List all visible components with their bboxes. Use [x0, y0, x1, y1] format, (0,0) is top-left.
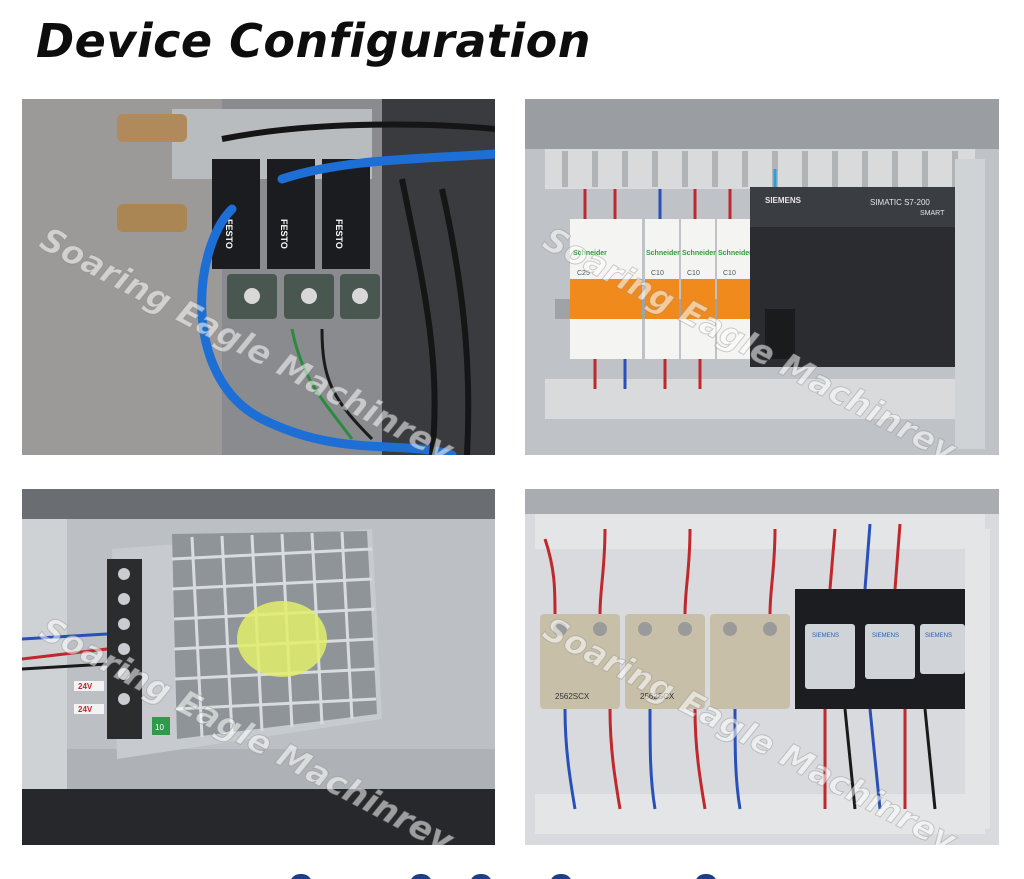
carousel-dot: [550, 874, 572, 879]
pneumatic-valves-illustration: FESTO FESTO FESTO: [22, 99, 495, 455]
plc-model-sub: SMART: [920, 210, 945, 217]
plc-model: SIMATIC S7-200: [870, 198, 930, 207]
festo-label-2: FESTO: [279, 219, 289, 249]
breaker-rating-1: C25: [577, 270, 590, 277]
carousel-dot: [290, 874, 312, 879]
carousel-indicator: [0, 868, 1024, 879]
plc-brand: SIEMENS: [765, 196, 802, 205]
breaker-brand-3: Schneider: [682, 250, 716, 257]
terminal-label-24v-1: 24V: [78, 682, 93, 691]
ssr-label-2: 2562SCX: [640, 692, 675, 701]
festo-label-3: FESTO: [334, 219, 344, 249]
photo-pneumatic-valves: FESTO FESTO FESTO Soaring E: [22, 99, 495, 455]
power-supply-illustration: 24V 24V 10: [22, 489, 495, 845]
photo-breakers-plc: Schneider Schneider Schneider Schneider …: [525, 99, 999, 455]
breakers-plc-illustration: Schneider Schneider Schneider Schneider …: [525, 99, 999, 455]
photo-relays: 2562SCX 2562SCX SIEMENS SIEMENS SIEMENS: [525, 489, 999, 845]
breaker-brand-2: Schneider: [646, 250, 680, 257]
breaker-brand-1: Schneider: [573, 250, 607, 257]
relay-brand-2: SIEMENS: [872, 633, 899, 639]
carousel-dot: [470, 874, 492, 879]
page-title: Device Configuration: [36, 14, 592, 68]
terminal-label-24v-2: 24V: [78, 705, 93, 714]
festo-label-1: FESTO: [224, 219, 234, 249]
carousel-dot: [695, 874, 717, 879]
relay-brand-3: SIEMENS: [925, 633, 952, 639]
carousel-dot: [410, 874, 432, 879]
photo-power-supply: 24V 24V 10 Soaring Eagle Machinrey: [22, 489, 495, 845]
relays-illustration: 2562SCX 2562SCX SIEMENS SIEMENS SIEMENS: [525, 489, 999, 845]
relay-brand-1: SIEMENS: [812, 633, 839, 639]
psu-badge: 10: [155, 723, 164, 732]
breaker-rating-4: C10: [723, 270, 736, 277]
breaker-brand-4: Schneider: [718, 250, 752, 257]
breaker-rating-3: C10: [687, 270, 700, 277]
ssr-label-1: 2562SCX: [555, 692, 590, 701]
breaker-rating-2: C10: [651, 270, 664, 277]
